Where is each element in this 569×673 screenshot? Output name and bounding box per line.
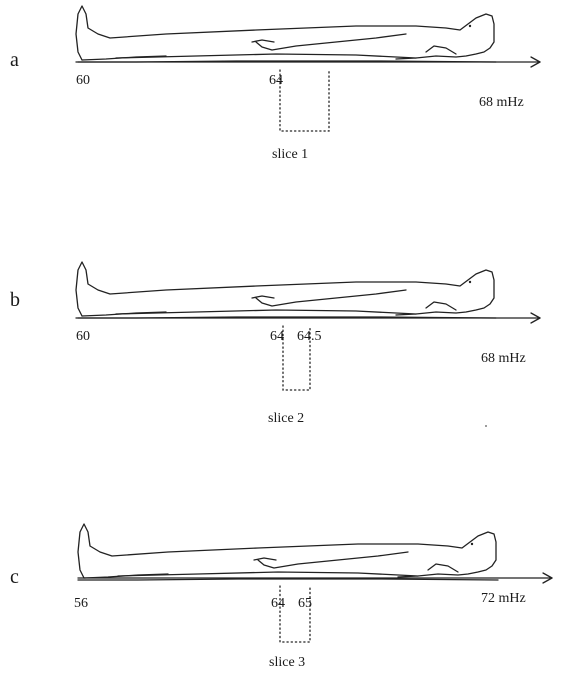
stray-dot xyxy=(485,425,487,427)
tick-label: 60 xyxy=(76,329,90,344)
panel-letter: b xyxy=(10,289,20,311)
tick-label: 56 xyxy=(74,596,88,611)
panel-a: a 60 64 68 mHz slice 1 xyxy=(10,6,540,162)
tick-label: 64.5 xyxy=(297,329,322,344)
slice-label: slice 1 xyxy=(272,147,308,162)
tick-label: 64 xyxy=(270,329,284,344)
panel-letter: c xyxy=(10,566,19,588)
panel-b: b 60 64 64.5 68 mHz slice 2 xyxy=(10,262,540,426)
body-outline xyxy=(78,524,498,580)
panel-letter: a xyxy=(10,49,19,71)
tick-label: 65 xyxy=(298,596,312,611)
slice-bracket xyxy=(280,70,329,131)
slice-label: slice 3 xyxy=(269,655,305,670)
axis-unit-label: 68 mHz xyxy=(481,351,526,366)
tick-label: 60 xyxy=(76,73,90,88)
axis-unit-label: 68 mHz xyxy=(479,95,524,110)
panel-c: c 56 64 65 72 mHz slice 3 xyxy=(10,524,552,670)
axis-unit-label: 72 mHz xyxy=(481,591,526,606)
body-outline xyxy=(76,6,496,62)
slice-label: slice 2 xyxy=(268,411,304,426)
slice-bracket xyxy=(280,586,310,642)
tick-label: 64 xyxy=(271,596,285,611)
body-outline xyxy=(76,262,496,318)
tick-label: 64 xyxy=(269,73,283,88)
